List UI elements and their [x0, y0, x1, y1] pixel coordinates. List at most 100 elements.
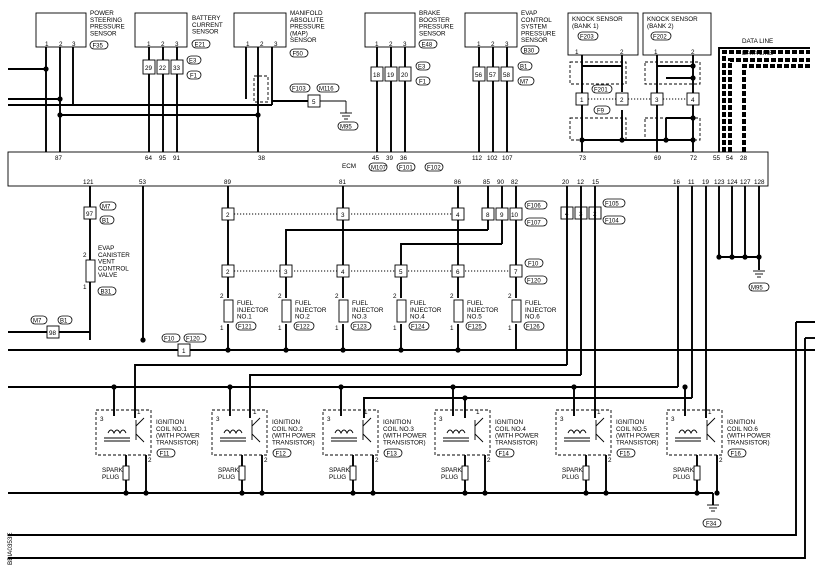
ecm-pin: 90 — [497, 179, 505, 186]
svg-text:F201: F201 — [594, 88, 608, 94]
coil-pin: 3 — [671, 416, 675, 423]
coil-label: IGNITION — [383, 419, 411, 426]
ecm-pin: 91 — [173, 155, 181, 162]
ecm-pin: 39 — [386, 155, 394, 162]
ecm-pin: 95 — [159, 155, 167, 162]
coil-pin: 1 — [137, 409, 141, 416]
spark-plug-label: SPARK — [102, 467, 124, 474]
spark-plug-label: PLUG — [562, 474, 579, 481]
svg-text:2: 2 — [226, 212, 230, 219]
svg-text:M7: M7 — [102, 205, 111, 211]
svg-text:2: 2 — [260, 41, 264, 48]
svg-text:2: 2 — [59, 41, 63, 48]
svg-text:3: 3 — [284, 269, 288, 276]
knock-junction: 1 2 3 4 F201 F9 — [569, 61, 701, 141]
svg-text:F1: F1 — [419, 80, 427, 86]
connector-b30: B30 — [524, 49, 535, 55]
connector-f50: F50 — [293, 52, 304, 58]
svg-text:5: 5 — [399, 269, 403, 276]
svg-text:2: 2 — [508, 293, 512, 300]
spark-plug-label: SPARK — [673, 467, 695, 474]
injector-bottom-row: 2 3 4 5 6 7 F10 F120 — [221, 258, 548, 285]
coil-pin: 3 — [560, 416, 564, 423]
svg-text:4: 4 — [341, 269, 345, 276]
map-ground: F103 M116 5 M95 — [253, 75, 359, 131]
svg-text:F124: F124 — [411, 325, 425, 331]
ecm-pin: 45 — [372, 155, 380, 162]
svg-text:2: 2 — [389, 41, 393, 48]
svg-text:3: 3 — [505, 41, 509, 48]
svg-text:F105: F105 — [605, 202, 619, 208]
svg-text:F106: F106 — [527, 204, 541, 210]
ecm-pin: 121 — [83, 179, 94, 186]
coil-label: (WITH POWER — [156, 433, 200, 440]
svg-text:1: 1 — [182, 348, 186, 355]
ecm-connector-m107: M107 — [371, 166, 387, 172]
connector-f203: F203 — [580, 35, 594, 41]
coil-label: COIL NO.3 — [383, 426, 414, 433]
svg-text:B1: B1 — [102, 219, 110, 225]
ecm-pin: 54 — [726, 155, 734, 162]
coil-pin: 2 — [264, 457, 268, 464]
coil-pin: 2 — [719, 457, 723, 464]
svg-text:2: 2 — [220, 293, 224, 300]
connector-e48: E48 — [422, 43, 433, 49]
spark-plug-label: SPARK — [329, 467, 351, 474]
svg-text:E3: E3 — [418, 65, 426, 71]
svg-text:2: 2 — [450, 293, 454, 300]
coil-pin: 2 — [375, 457, 379, 464]
coil-label: TRANSISTOR) — [272, 439, 315, 446]
connector-f202: F202 — [653, 35, 667, 41]
svg-text:3: 3 — [175, 41, 179, 48]
ecm-bottom-pins: 121 53 89 81 86 85 90 82 20 12 15 16 11 … — [83, 179, 765, 186]
top-wiring: DATA LINE DATA LINE — [8, 38, 810, 152]
coil-connector: F14 — [499, 452, 510, 458]
ecm-pin: 127 — [740, 179, 751, 186]
injector-wiring — [8, 186, 815, 353]
coil-label: (WITH POWER — [727, 433, 771, 440]
coil-pin: 1 — [476, 409, 480, 416]
coil-label: IGNITION — [156, 419, 184, 426]
spark-plug-label: SPARK — [218, 467, 240, 474]
svg-text:22: 22 — [159, 65, 167, 72]
injector-top-row: 2 3 4 8 9 10 F106 F107 — [221, 200, 548, 227]
svg-text:F120: F120 — [527, 279, 541, 285]
coil-label: (WITH POWER — [383, 433, 427, 440]
coil-pin: 3 — [327, 416, 331, 423]
svg-text:M116: M116 — [319, 87, 334, 93]
connector-e21: E21 — [195, 43, 206, 49]
svg-text:33: 33 — [173, 65, 181, 72]
coil-label: COIL NO.6 — [727, 426, 758, 433]
ecm-pin: 28 — [740, 155, 748, 162]
svg-text:58: 58 — [503, 72, 511, 79]
svg-text:1: 1 — [654, 49, 658, 56]
svg-text:98: 98 — [49, 330, 57, 337]
svg-text:M7: M7 — [520, 80, 529, 86]
ecm-pin: 69 — [654, 155, 662, 162]
svg-text:KNOCK SENSOR(BANK 2): KNOCK SENSOR(BANK 2) — [647, 16, 698, 30]
svg-text:1: 1 — [83, 284, 87, 291]
injector-common-junction: 1 F10 F120 — [161, 333, 207, 357]
spark-plug-label: PLUG — [441, 474, 458, 481]
ecm-top-pins: 87 64 95 91 38 45 39 36 112 102 107 73 6… — [55, 155, 748, 162]
svg-text:1: 1 — [45, 41, 49, 48]
ecm-pin: 20 — [562, 179, 570, 186]
ecm-pin: 11 — [688, 179, 695, 186]
ground-m95: M95 — [751, 286, 763, 292]
svg-text:1: 1 — [278, 325, 282, 332]
coil-pin: 1 — [253, 409, 257, 416]
